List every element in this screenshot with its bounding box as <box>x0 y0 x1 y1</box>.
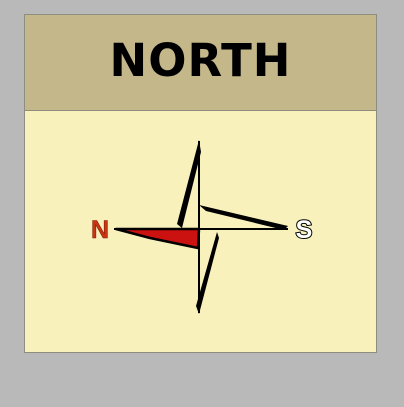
blade-upper <box>177 140 201 228</box>
blade-right <box>199 205 288 230</box>
south-label: S <box>296 216 313 244</box>
north-label: N <box>91 216 109 244</box>
north-needle <box>116 229 199 248</box>
